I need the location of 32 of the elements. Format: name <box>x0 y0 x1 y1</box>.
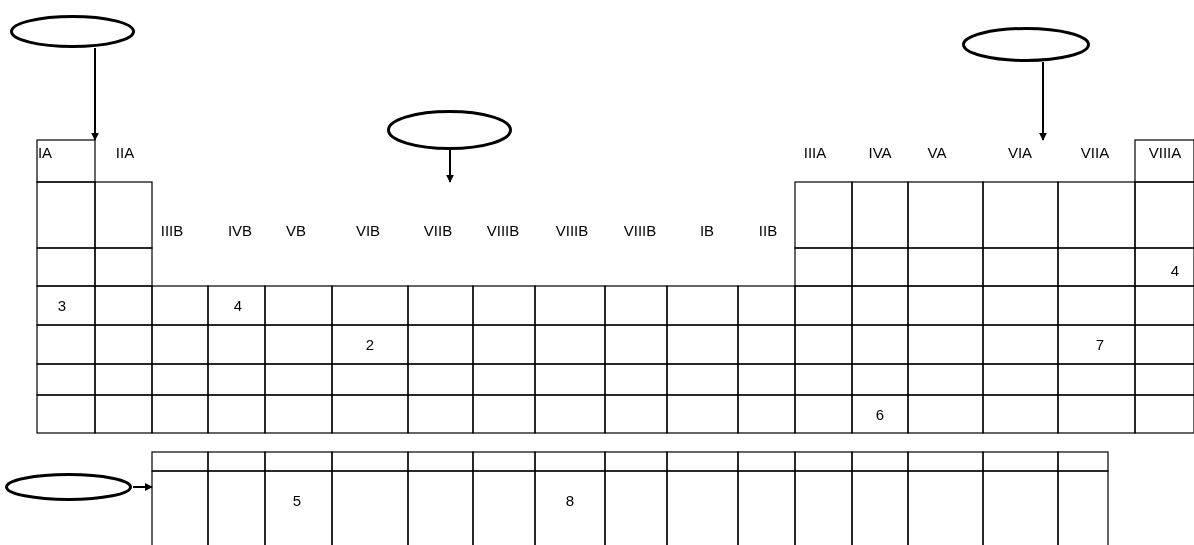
arrow <box>132 483 153 491</box>
cell-number: 3 <box>57 296 67 314</box>
group-label: IIIB <box>160 221 184 239</box>
cell-number: 6 <box>875 405 885 423</box>
group-label: VIIA <box>1080 143 1110 161</box>
group-label: IIIA <box>803 143 827 161</box>
group-label: IIA <box>115 143 135 161</box>
group-label: VA <box>927 143 947 161</box>
lanthanide-actinide-grid <box>151 451 1109 545</box>
periodic-table-grid <box>36 139 1194 434</box>
cell-number: 5 <box>292 491 302 509</box>
arrow <box>91 47 99 141</box>
group-label: VIA <box>1007 143 1033 161</box>
group-label: VB <box>286 221 306 239</box>
group-label: IVA <box>868 143 892 161</box>
group-label: IIB <box>758 221 778 239</box>
cell-number: 8 <box>565 491 575 509</box>
group-label: VIIIB <box>623 221 657 239</box>
group-label: IVB <box>227 221 253 239</box>
cell-number: 2 <box>365 335 375 353</box>
arrow <box>1039 61 1047 141</box>
cell-number: 4 <box>1170 261 1180 279</box>
group-label: VIIIB <box>555 221 589 239</box>
group-label: VIB <box>355 221 381 239</box>
group-label: VIIB <box>423 221 453 239</box>
arrow <box>446 149 454 183</box>
group-label: VIIIA <box>1148 143 1182 161</box>
group-label: VIIIB <box>486 221 520 239</box>
group-label: IA <box>37 143 53 161</box>
group-label: IB <box>699 221 715 239</box>
cell-number: 4 <box>233 296 243 314</box>
cell-number: 7 <box>1095 335 1105 353</box>
